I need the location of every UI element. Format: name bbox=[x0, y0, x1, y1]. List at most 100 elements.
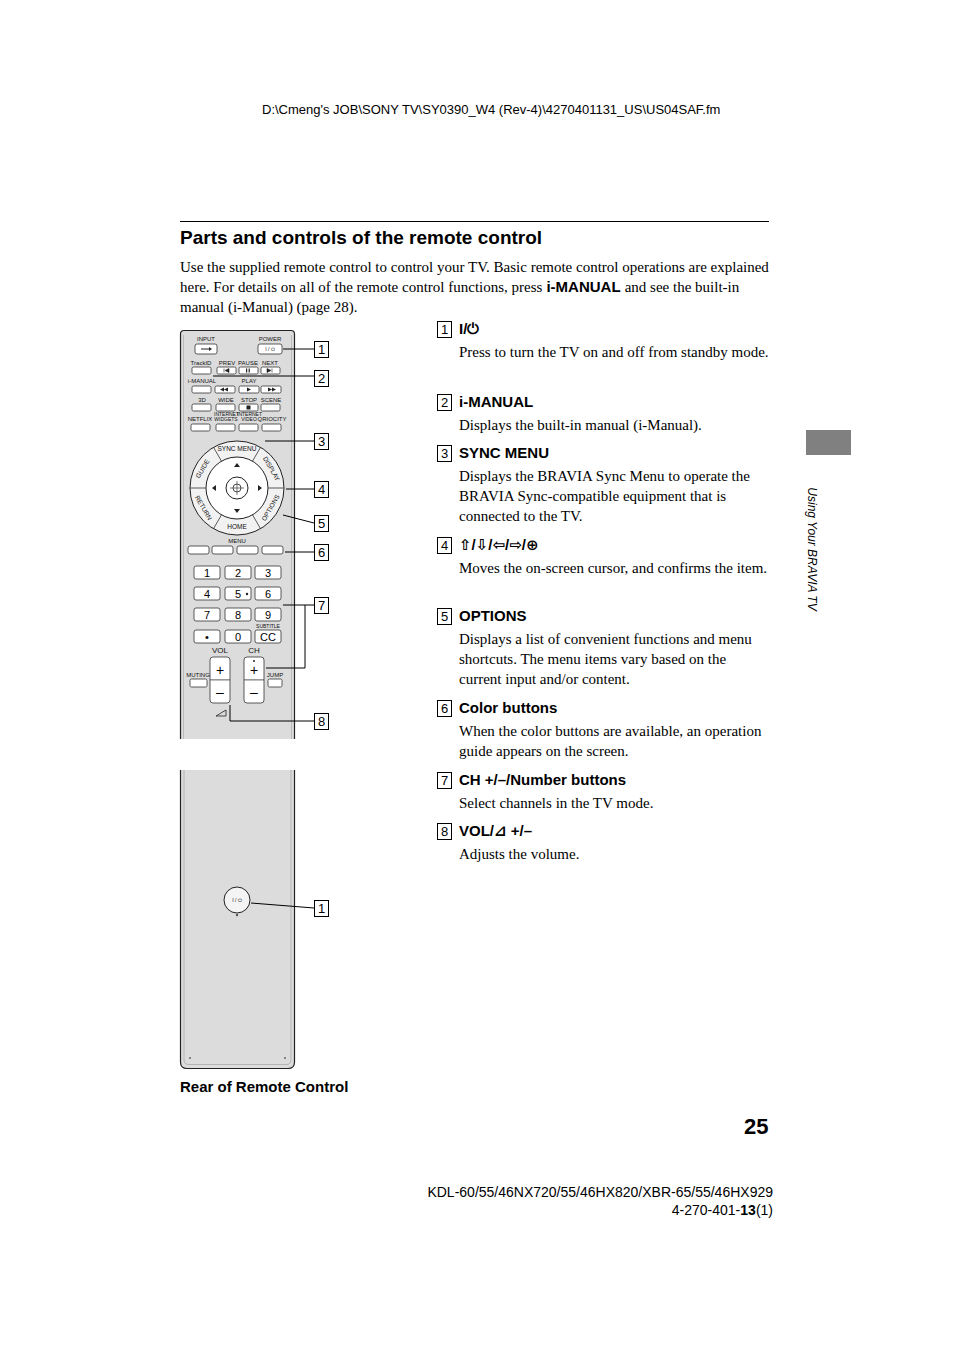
volume-symbol bbox=[216, 710, 226, 716]
callout-box: 3 bbox=[314, 433, 329, 450]
intro-keyword: i-MANUAL bbox=[546, 278, 620, 295]
key-number: 2 bbox=[235, 568, 241, 579]
button-label: PREV bbox=[219, 360, 235, 366]
remote-button bbox=[212, 546, 233, 554]
button-symbol bbox=[246, 593, 248, 595]
navigation-ring bbox=[190, 488, 206, 489]
button-label: PAUSE bbox=[238, 360, 258, 366]
key-number: CC bbox=[260, 632, 276, 643]
callout-number: 7 bbox=[318, 599, 325, 612]
remote-button bbox=[188, 546, 209, 554]
button-label: VOL bbox=[212, 647, 228, 655]
key-number: • bbox=[205, 632, 209, 643]
callout-box: 8 bbox=[437, 823, 452, 840]
remote-front bbox=[291, 335, 292, 739]
button-symbol bbox=[247, 388, 251, 392]
button-label: QRIOCITY bbox=[257, 416, 286, 422]
rocker-sign: – bbox=[216, 685, 224, 699]
remote-button bbox=[194, 587, 220, 600]
navigation-ring bbox=[190, 441, 284, 535]
remote-rear bbox=[284, 1057, 286, 1059]
callout-box: 2 bbox=[437, 394, 452, 411]
button-label: NETFLIX bbox=[188, 416, 213, 422]
button-label: STOP bbox=[241, 397, 257, 403]
key-number: 8 bbox=[235, 610, 241, 621]
callout-number: 2 bbox=[318, 372, 325, 385]
button-label: TrackID bbox=[191, 360, 212, 366]
item-description: Displays the built-in manual (i-Manual). bbox=[459, 415, 771, 435]
button-label: MENU bbox=[228, 538, 246, 544]
callout-box: 4 bbox=[437, 537, 452, 554]
page-title: Parts and controls of the remote control bbox=[180, 226, 542, 249]
leader-line bbox=[286, 489, 314, 490]
item-heading: CH +/–/Number buttons bbox=[459, 770, 626, 790]
button-label: INPUT bbox=[197, 336, 215, 342]
remote-button bbox=[255, 608, 281, 621]
item-description: Press to turn the TV on and off from sta… bbox=[459, 342, 771, 362]
callout-number: 4 bbox=[318, 483, 325, 496]
callout-box: 5 bbox=[314, 515, 329, 532]
remote-front bbox=[183, 335, 184, 739]
callout-number: 6 bbox=[318, 546, 325, 559]
item-heading: SYNC MENU bbox=[459, 443, 549, 463]
footer-code: 13 bbox=[740, 1202, 756, 1218]
remote-button bbox=[255, 630, 281, 643]
button-symbol bbox=[253, 660, 255, 662]
remote-button bbox=[262, 546, 283, 554]
navigation-ring bbox=[206, 457, 268, 519]
remote-button bbox=[194, 630, 220, 643]
callout-number: 5 bbox=[441, 610, 448, 623]
remote-button bbox=[225, 587, 251, 600]
leader-line bbox=[213, 349, 314, 908]
leader-line bbox=[285, 552, 314, 553]
callout-number: 8 bbox=[441, 825, 448, 838]
navigation-ring bbox=[190, 447, 284, 528]
rule-line bbox=[180, 221, 769, 222]
remote-button bbox=[255, 566, 281, 579]
item-heading: ⇧/⇩/⇦/⇨/⊕ bbox=[459, 535, 539, 555]
rocker-sign: + bbox=[250, 663, 258, 677]
remote-button bbox=[192, 386, 211, 393]
button-symbol bbox=[244, 679, 264, 681]
remote-rear bbox=[184, 770, 291, 1065]
remote-button bbox=[239, 404, 258, 411]
remote-button bbox=[225, 630, 251, 643]
button-label: i-MANUAL bbox=[188, 378, 216, 384]
callout-box: 1 bbox=[314, 900, 329, 917]
button-symbol bbox=[249, 369, 250, 373]
navigation-ring bbox=[226, 477, 248, 499]
remote-button bbox=[192, 404, 211, 411]
item-heading: i-MANUAL bbox=[459, 392, 533, 412]
key-number: 4 bbox=[204, 589, 210, 600]
button-label: SCENE bbox=[261, 397, 282, 403]
remote-button bbox=[215, 386, 235, 393]
item-description: Displays a list of convenient functions … bbox=[459, 629, 771, 689]
callout-number: 2 bbox=[441, 396, 448, 409]
section-tab-label: Using Your BRAVIA TV bbox=[806, 487, 818, 610]
intro-paragraph: Use the supplied remote control to contr… bbox=[180, 257, 772, 317]
remote-rear bbox=[181, 770, 295, 1069]
callout-number: 6 bbox=[441, 702, 448, 715]
item-description: When the color buttons are available, an… bbox=[459, 721, 771, 761]
callout-box: 1 bbox=[437, 321, 452, 338]
remote-button bbox=[261, 404, 280, 411]
navigation-ring bbox=[214, 515, 222, 529]
remote-button bbox=[195, 344, 217, 354]
navigation-ring bbox=[190, 441, 284, 535]
remote-rear bbox=[224, 887, 250, 913]
button-label: JUMP bbox=[267, 672, 283, 678]
button-label: POWER bbox=[259, 336, 282, 342]
button-symbol bbox=[210, 679, 230, 681]
remote-rear bbox=[189, 1057, 191, 1059]
remote-button bbox=[225, 566, 251, 579]
leader-line bbox=[230, 705, 314, 721]
item-description: Adjusts the volume. bbox=[459, 844, 771, 864]
leader-line bbox=[251, 903, 314, 908]
callout-number: 8 bbox=[318, 715, 325, 728]
remote-button bbox=[216, 404, 235, 411]
callout-box: 4 bbox=[314, 481, 329, 498]
callout-number: 1 bbox=[318, 343, 325, 356]
remote-button bbox=[188, 344, 283, 703]
leader-line bbox=[213, 376, 314, 377]
